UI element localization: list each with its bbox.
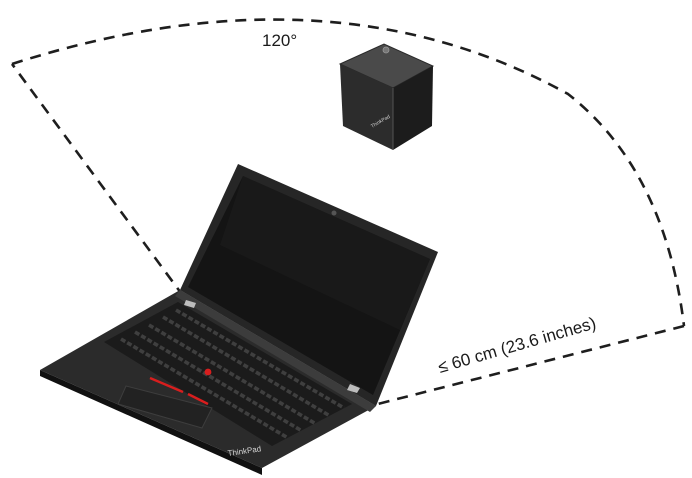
laptop-screen xyxy=(188,176,430,395)
coverage-boundary xyxy=(10,18,686,410)
coverage-edge-left xyxy=(10,63,197,313)
coverage-edge-right xyxy=(361,324,685,410)
laptop-base-edge xyxy=(40,370,262,475)
trackpad-button-left xyxy=(149,376,184,394)
trackpad xyxy=(117,385,213,429)
keyboard-rows xyxy=(120,308,345,440)
laptop-icon: ThinkPad xyxy=(40,164,438,475)
angle-label: 120° xyxy=(262,31,297,50)
wireless-dock-icon: ThinkPad xyxy=(338,43,435,150)
laptop-hinge xyxy=(175,290,376,412)
dock-power-light xyxy=(382,46,390,54)
dock-right-face xyxy=(393,66,433,150)
dock-left-face xyxy=(340,64,393,150)
trackpad-button-right xyxy=(187,392,209,406)
coverage-arc xyxy=(11,18,686,327)
laptop-keyboard xyxy=(104,302,352,446)
laptop-camera xyxy=(331,210,337,216)
trackpoint xyxy=(204,368,212,376)
